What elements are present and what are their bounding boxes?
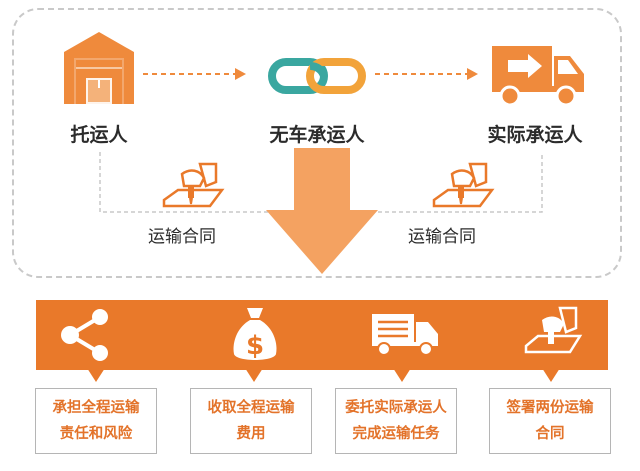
duty-box-delegate: 委托实际承运人 完成运输任务 <box>335 388 457 454</box>
duty-line: 责任和风险 <box>59 426 133 442</box>
truck-icon <box>492 46 584 106</box>
pointer-triangle <box>542 368 560 382</box>
duty-box-risk: 承担全程运输 责任和风险 <box>35 388 157 454</box>
big-down-arrow <box>266 148 378 274</box>
duty-box-contract: 签署两份运输 合同 <box>489 388 611 454</box>
truck-icon <box>372 314 438 356</box>
chain-link-icon <box>268 58 366 94</box>
signing-hand-icon <box>432 162 495 208</box>
orange-bar <box>36 300 608 370</box>
pointer-triangle <box>393 368 411 382</box>
pointer-triangle <box>245 368 263 382</box>
signing-hand-icon <box>524 306 583 354</box>
duty-line: 签署两份运输 <box>506 400 594 416</box>
duty-line: 完成运输任务 <box>352 426 440 442</box>
contract-label-left: 运输合同 <box>146 222 218 247</box>
duty-box-fee: 收取全程运输 费用 <box>190 388 312 454</box>
duty-line: 收取全程运输 <box>207 400 295 416</box>
duty-line: 合同 <box>535 426 565 442</box>
money-bag-icon: $ <box>233 308 277 361</box>
non-vessel-carrier-label: 无车承运人 <box>269 124 365 146</box>
contract-connectors <box>99 152 543 213</box>
top-frame <box>12 8 622 278</box>
duty-line: 委托实际承运人 <box>345 400 447 416</box>
signing-hand-icon <box>162 162 225 208</box>
shipper-label: 托运人 <box>70 124 128 146</box>
warehouse-icon <box>64 32 134 104</box>
arrow-shipper-to-nvocc <box>143 68 246 80</box>
duty-line: 费用 <box>236 426 266 442</box>
arrow-nvocc-to-carrier <box>375 68 478 80</box>
duty-line: 承担全程运输 <box>52 400 140 416</box>
contract-label-right: 运输合同 <box>406 222 478 247</box>
share-icon <box>61 309 108 361</box>
svg-text:$: $ <box>246 331 264 361</box>
actual-carrier-label: 实际承运人 <box>487 124 583 146</box>
pointer-triangle <box>87 368 105 382</box>
